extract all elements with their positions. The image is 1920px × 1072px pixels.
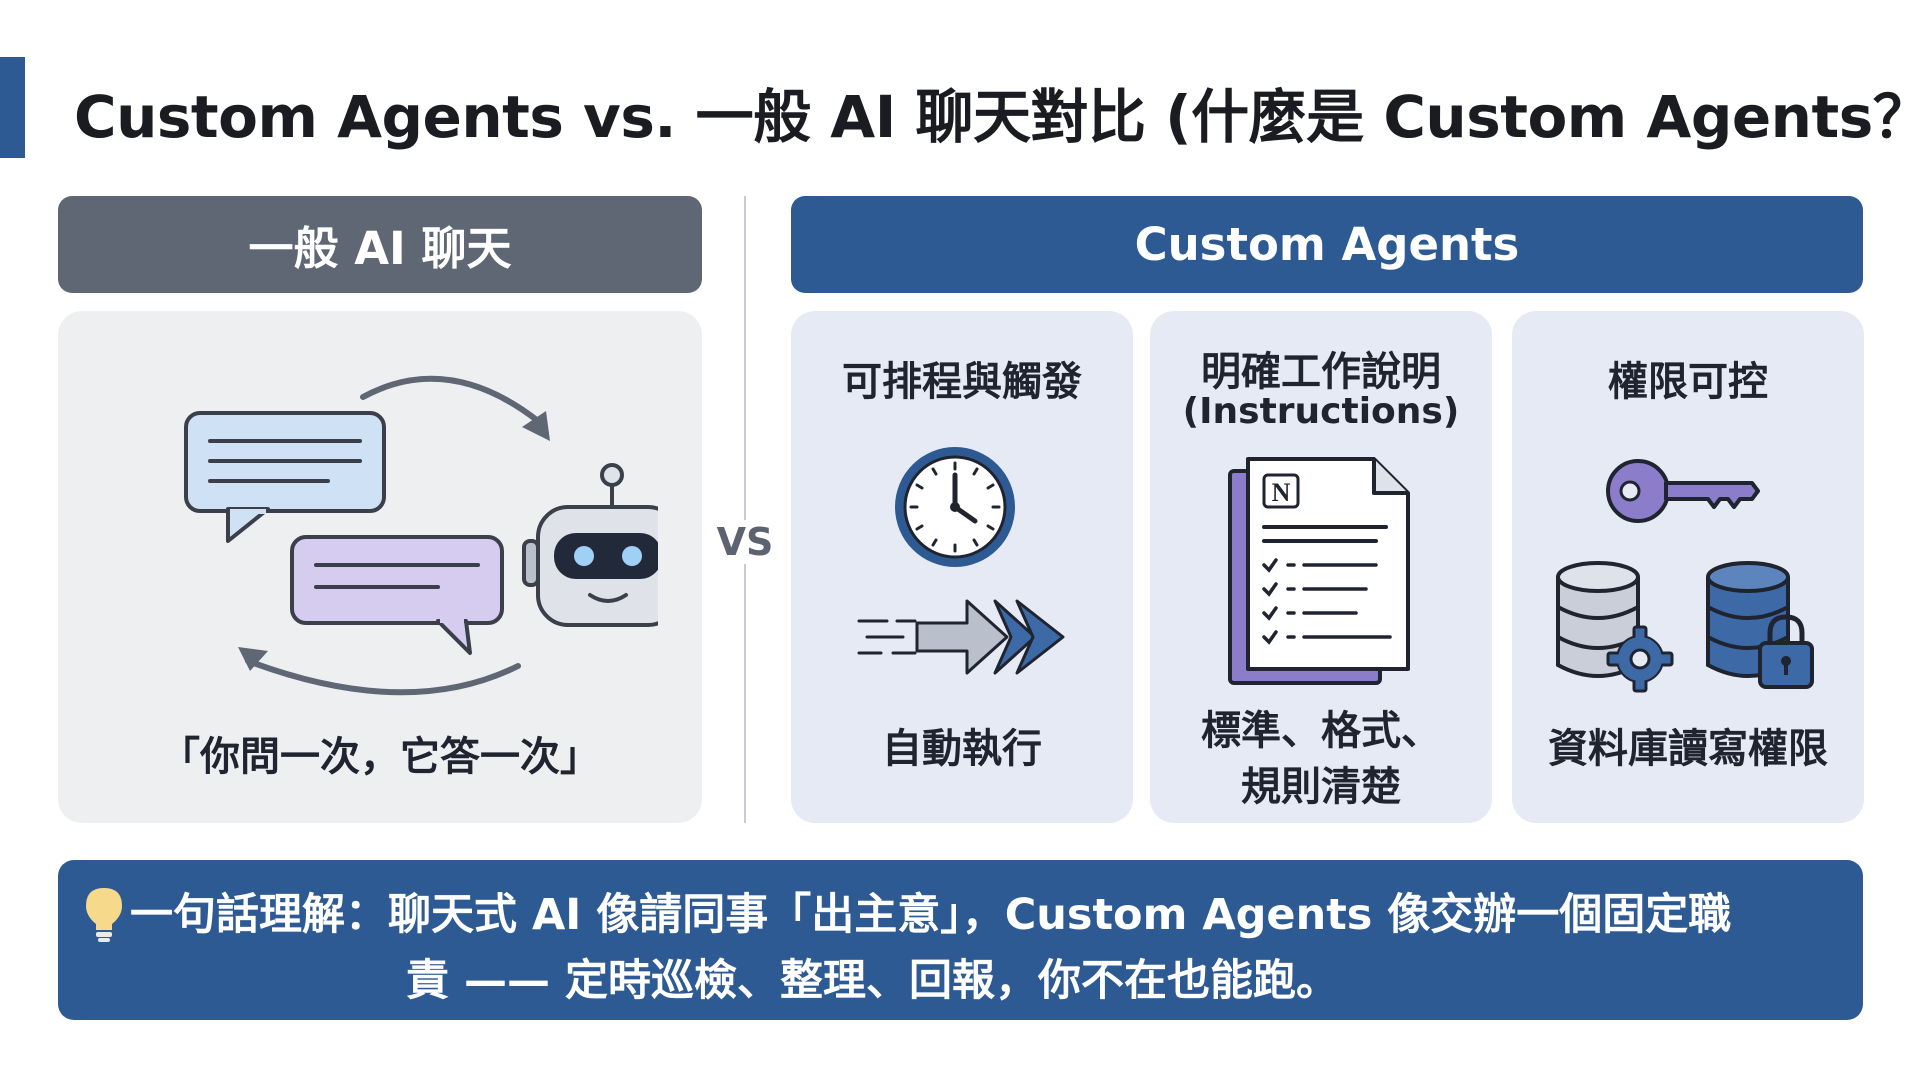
banner-text-line1: 一句話理解：聊天式 AI 像請同事「出主意」，Custom Agents 像交辦… — [130, 890, 1732, 940]
card-title: 權限可控 — [1608, 359, 1768, 405]
chat-cycle-illustration — [184, 375, 658, 696]
lightbulb-icon — [86, 888, 122, 942]
card-permissions: 權限可控 資料庫讀寫權限 — [1512, 311, 1864, 823]
database-lock-icon — [1706, 561, 1814, 689]
chat-bubble-icon — [184, 411, 386, 543]
vs-divider — [744, 196, 746, 823]
database-gear-icon — [1556, 561, 1674, 693]
card-subtitle: (Instructions) — [1182, 391, 1460, 432]
card-instructions: 明確工作說明 (Instructions) N 標準、格式、 規則清楚 — [1150, 311, 1492, 823]
card-title: 可排程與觸發 — [842, 359, 1082, 405]
left-panel-card: 「你問一次，它答一次」 — [58, 311, 702, 823]
fast-arrows-icon — [857, 599, 1065, 675]
left-panel-header: 一般 AI 聊天 — [58, 196, 702, 293]
cycle-arrows-icon — [238, 375, 550, 696]
notion-document-icon: N — [1228, 457, 1410, 685]
banner-text-line2: 責 —— 定時巡檢、整理、回報，你不在也能跑。 — [406, 956, 1339, 1006]
page-title: Custom Agents vs. 一般 AI 聊天對比 (什麼是 Custom… — [74, 83, 1920, 151]
left-panel-caption: 「你問一次，它答一次」 — [160, 734, 600, 780]
key-icon — [1606, 459, 1760, 523]
card-schedule-trigger: 可排程與觸發 自動執行 — [791, 311, 1133, 823]
right-panel-header: Custom Agents — [791, 196, 1863, 293]
clock-icon — [895, 447, 1015, 567]
robot-icon — [522, 463, 658, 627]
card-caption-line2: 規則清楚 — [1241, 764, 1401, 810]
card-caption-line1: 標準、格式、 — [1201, 708, 1441, 754]
title-accent-bar — [0, 57, 25, 158]
summary-banner: 一句話理解：聊天式 AI 像請同事「出主意」，Custom Agents 像交辦… — [58, 860, 1863, 1020]
card-caption: 自動執行 — [882, 726, 1042, 772]
svg-text:N: N — [1272, 478, 1291, 507]
card-title: 明確工作說明 — [1201, 349, 1441, 395]
card-caption: 資料庫讀寫權限 — [1548, 726, 1828, 772]
chat-bubble-icon — [290, 535, 504, 655]
vs-label: VS — [712, 520, 778, 564]
